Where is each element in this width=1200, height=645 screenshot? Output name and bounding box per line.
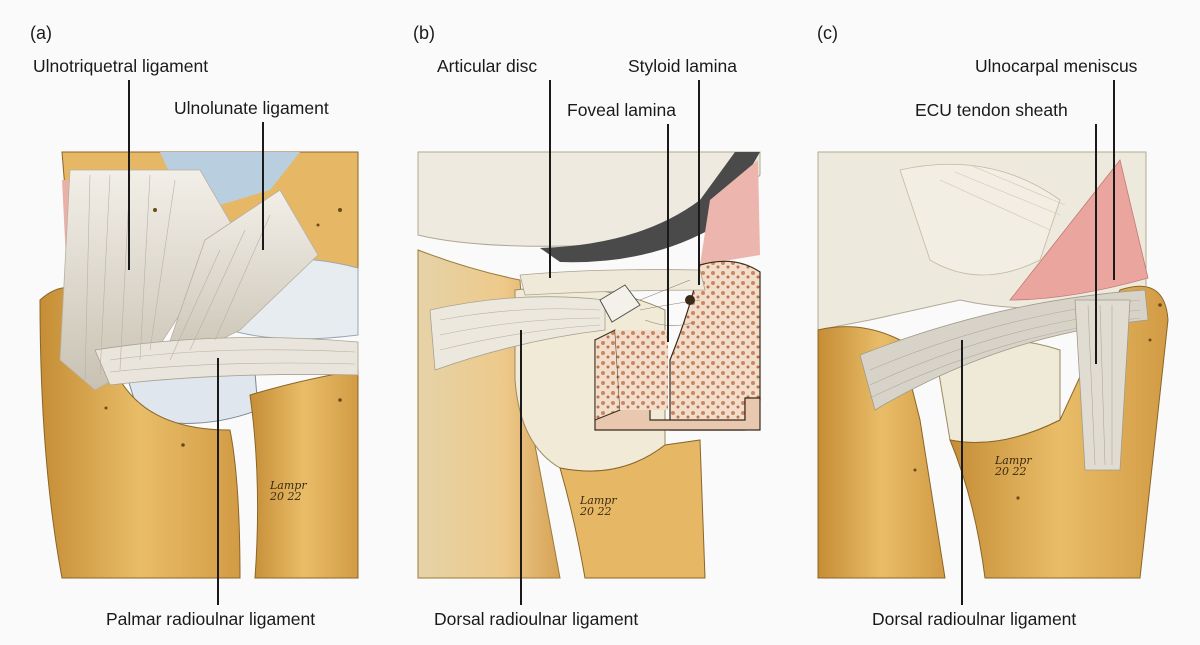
label-ulnolunate-ligament: Ulnolunate ligament [174,98,329,118]
panel-a-letter: (a) [30,23,52,43]
leader-articular-disc [549,80,551,278]
leader-ulnolunate [262,122,264,250]
leader-foveal-lamina [667,124,669,342]
panel-c-letter: (c) [817,23,838,43]
leader-ulnocarpal-meniscus [1113,80,1115,280]
label-foveal-lamina: Foveal lamina [567,100,676,120]
leader-palmar-radioulnar [217,358,219,605]
label-dorsal-radioulnar-ligament-b: Dorsal radioulnar ligament [434,609,639,629]
label-dorsal-radioulnar-ligament-c: Dorsal radioulnar ligament [872,609,1077,629]
leader-dorsal-radioulnar-b [520,330,522,605]
label-ecu-tendon-sheath: ECU tendon sheath [915,100,1068,120]
label-articular-disc: Articular disc [437,56,538,76]
leader-ulnotriquetral [128,80,130,270]
panel-b-letter: (b) [413,23,435,43]
leader-dorsal-radioulnar-c [961,340,963,605]
leader-ecu-tendon-sheath [1095,124,1097,364]
label-palmar-radioulnar-ligament: Palmar radioulnar ligament [106,609,316,629]
label-ulnocarpal-meniscus: Ulnocarpal meniscus [975,56,1138,76]
leader-styloid-lamina [698,80,700,285]
label-ulnotriquetral-ligament: Ulnotriquetral ligament [33,56,209,76]
label-styloid-lamina: Styloid lamina [628,56,737,76]
